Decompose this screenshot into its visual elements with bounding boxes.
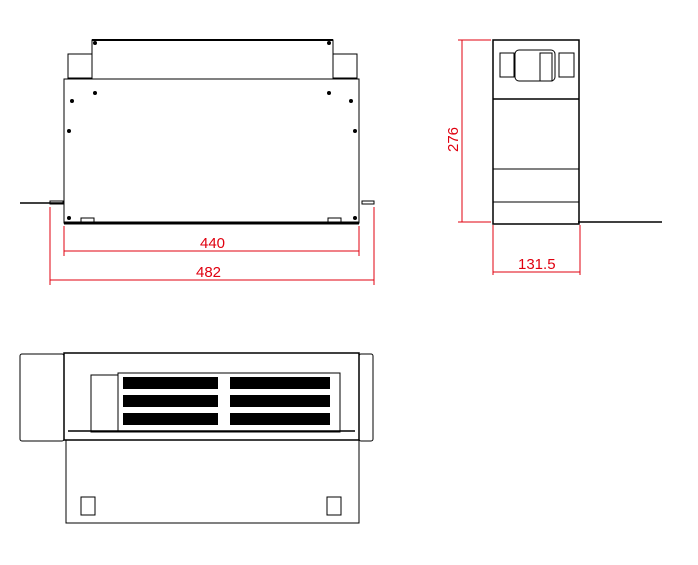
outer-width-label: 482 [196, 264, 221, 281]
side-dimensions [458, 39, 581, 275]
port-rows [123, 377, 330, 425]
inner-width-label: 440 [200, 235, 225, 252]
depth-label: 131.5 [518, 256, 556, 273]
top-view [20, 39, 375, 225]
height-label: 276 [445, 127, 462, 152]
width-dimensions [49, 207, 375, 285]
side-view [492, 39, 662, 225]
front-view [19, 352, 374, 524]
